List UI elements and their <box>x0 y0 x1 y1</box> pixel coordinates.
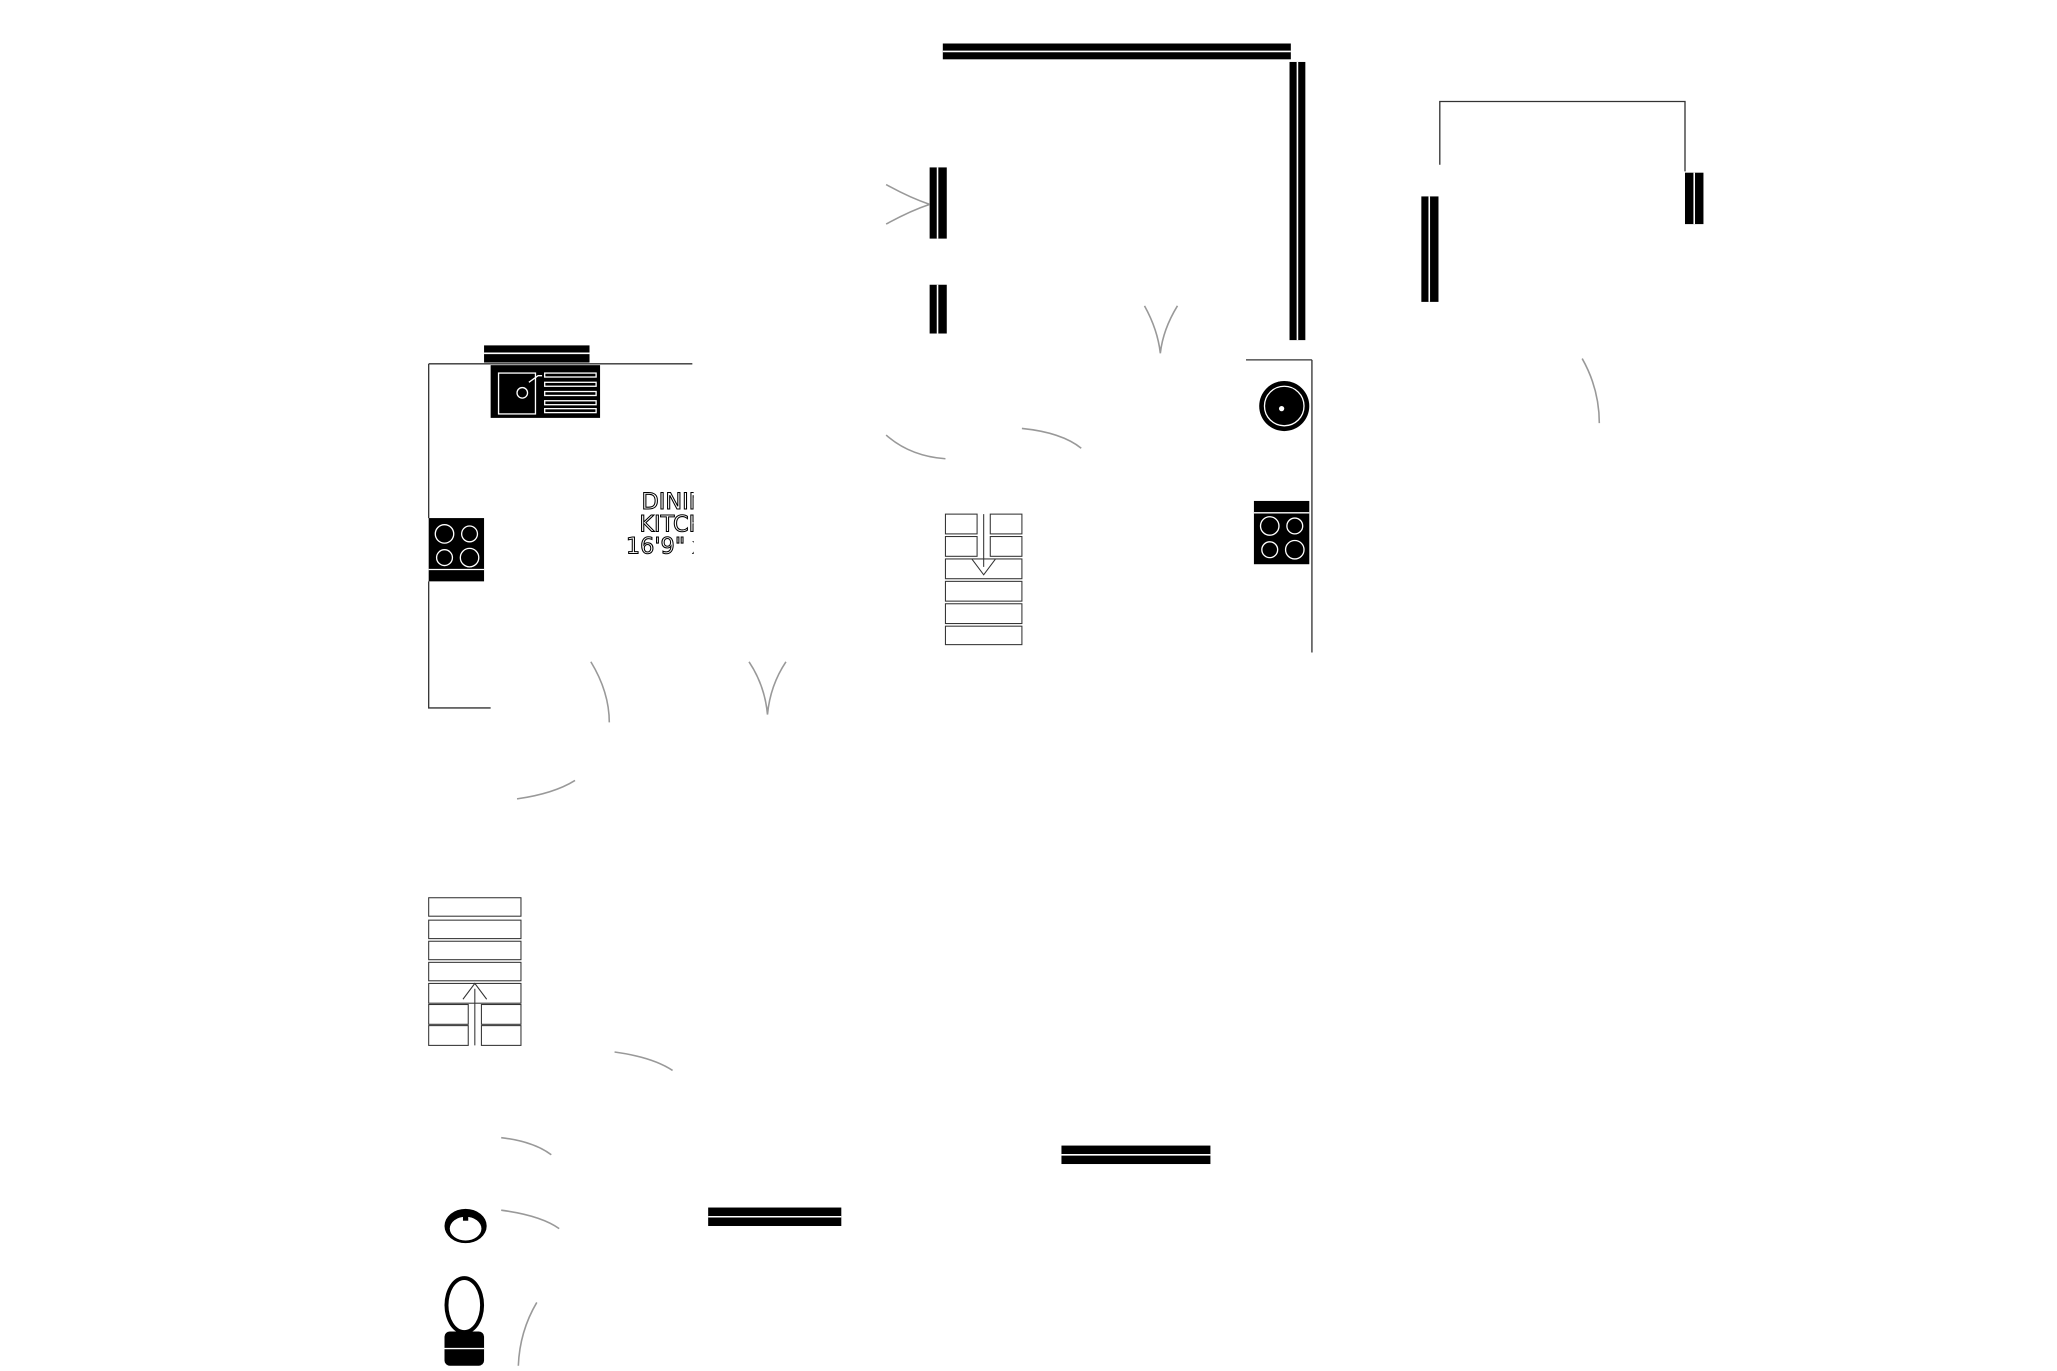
room-label-dimensions: 16'9" x <box>626 534 706 560</box>
room-label-dining-kitchen: DININ KITCH 16'9" x <box>625 488 706 560</box>
door-swings <box>501 183 1601 1366</box>
toilet <box>444 1276 485 1366</box>
kitchen-sink <box>490 365 601 418</box>
room-label-line1: DININ <box>642 489 706 515</box>
stairs-lower <box>428 897 522 1046</box>
room-label-line2: KITCH <box>639 511 705 537</box>
arrow-up-icon <box>462 982 488 1046</box>
walls <box>484 43 1704 1226</box>
kitchen-hob-left <box>428 518 485 582</box>
round-sink <box>1259 380 1310 432</box>
kitchen-hob-right <box>1253 500 1310 565</box>
stairs-upper <box>944 513 1023 646</box>
arrow-down-icon <box>971 514 996 576</box>
thin-walls <box>428 100 1686 709</box>
wash-basin <box>444 1208 487 1244</box>
